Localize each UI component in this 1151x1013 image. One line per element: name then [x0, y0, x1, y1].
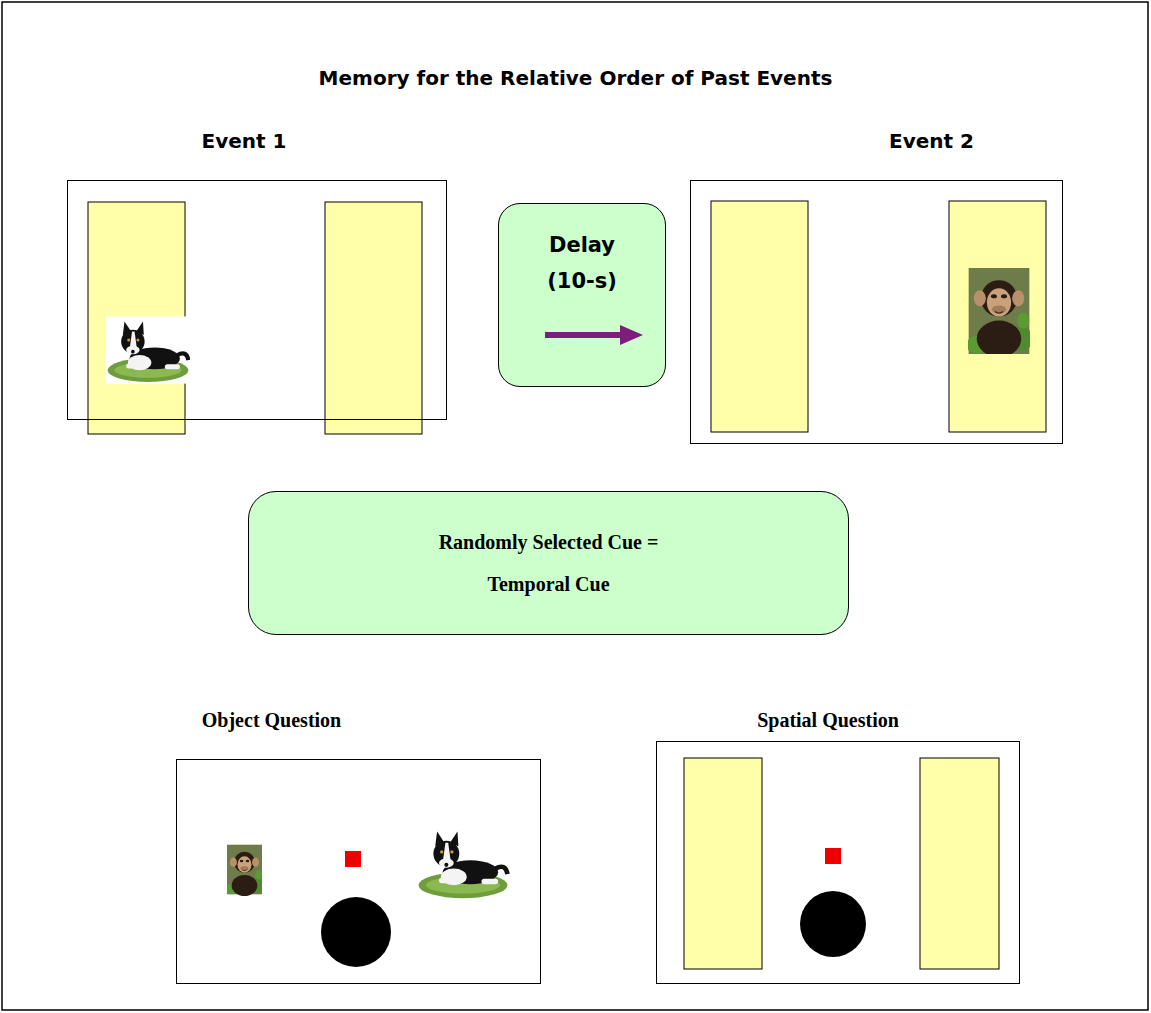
left-bar [684, 758, 762, 969]
event-2-scene [711, 201, 1046, 432]
event-panel: Event 1 [67, 180, 447, 420]
arrow-head [620, 325, 643, 345]
response-circle [321, 897, 391, 967]
right-bar [325, 202, 422, 434]
question-panel: Object Question [176, 759, 541, 984]
chimp-picture [226, 845, 265, 896]
cue-box: Randomly Selected Cue = Temporal Cue [248, 491, 849, 635]
panel-heading: Event 1 [202, 129, 287, 153]
delay-box: Delay (10-s) [498, 203, 666, 387]
delay-fill [498, 203, 666, 387]
box-label: Randomly Selected Cue = Temporal Cue [399, 521, 699, 605]
dog-picture [417, 826, 510, 900]
fixation-square [345, 851, 361, 867]
arrow-shaft [545, 332, 622, 338]
right-bar [920, 758, 999, 969]
panel-heading: Object Question [202, 709, 341, 732]
right-bar [949, 201, 1046, 432]
dog-picture [106, 316, 190, 383]
panel-heading: Spatial Question [757, 709, 899, 732]
cue-fill [248, 491, 849, 635]
diagram-title: Memory for the Relative Order of Past Ev… [0, 66, 1151, 90]
left-bar [711, 201, 808, 432]
object-question-scene [226, 826, 509, 967]
chimp-picture [967, 268, 1034, 357]
response-circle [800, 891, 866, 957]
event-panel: Event 2 [690, 180, 1063, 444]
box-label: Delay (10-s) [532, 228, 632, 299]
fixation-square [825, 848, 841, 864]
event-1-scene [88, 202, 422, 434]
panel-heading: Event 2 [889, 129, 974, 153]
question-panel: Spatial Question [656, 741, 1020, 984]
spatial-question-scene [684, 758, 999, 969]
delay-box-fill [498, 203, 666, 387]
